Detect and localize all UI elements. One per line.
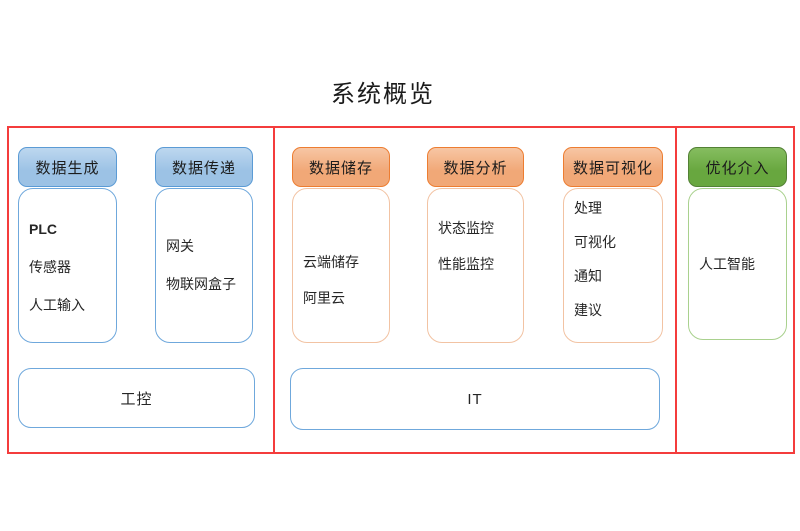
header-label: 数据储存 (308, 158, 373, 177)
item-suggestion: 建议 (574, 303, 602, 319)
header-data-generation: 数据生成 (18, 147, 117, 187)
item-notification: 通知 (574, 269, 602, 285)
item-gateway: 网关 (166, 239, 194, 255)
diagram-title: 系统概览 (331, 80, 435, 108)
item-artificial-intelligence: 人工智能 (699, 257, 755, 273)
header-label: 数据传递 (171, 158, 236, 177)
item-processing: 处理 (574, 201, 602, 217)
item-cloud-storage: 云端储存 (303, 255, 359, 271)
box-data-transfer: 网关 物联网盒子 (155, 188, 253, 343)
header-data-analysis: 数据分析 (427, 147, 524, 187)
bar-label: IT (467, 390, 483, 408)
item-sensor: 传感器 (29, 260, 71, 276)
item-iot-box: 物联网盒子 (166, 277, 236, 293)
group-divider-it-ai (675, 126, 677, 454)
platform-bar-it: IT (290, 368, 660, 430)
item-visualization: 可视化 (574, 235, 616, 251)
platform-bar-industrial-control: 工控 (18, 368, 255, 428)
header-data-transfer: 数据传递 (155, 147, 253, 187)
item-aliyun: 阿里云 (303, 291, 345, 307)
item-performance-monitoring: 性能监控 (438, 257, 494, 273)
box-data-analysis: 状态监控 性能监控 (427, 188, 524, 343)
bar-label: 工控 (120, 389, 153, 408)
box-data-storage: 云端储存 阿里云 (292, 188, 390, 343)
box-optimization-intervention: 人工智能 (688, 188, 787, 340)
box-data-visualization: 处理 可视化 通知 建议 (563, 188, 663, 343)
header-optimization-intervention: 优化介入 (688, 147, 787, 187)
item-status-monitoring: 状态监控 (438, 221, 494, 237)
header-data-storage: 数据储存 (292, 147, 390, 187)
item-manual-input: 人工输入 (29, 298, 85, 314)
group-frame-outer (7, 126, 795, 454)
header-data-visualization: 数据可视化 (563, 147, 663, 187)
header-label: 数据分析 (443, 158, 508, 177)
header-label: 数据可视化 (572, 158, 653, 177)
header-label: 优化介入 (705, 158, 770, 177)
header-label: 数据生成 (35, 158, 100, 177)
group-divider-ot-it (273, 126, 275, 454)
item-plc: PLC (29, 221, 57, 237)
box-data-generation: PLC 传感器 人工输入 (18, 188, 117, 343)
